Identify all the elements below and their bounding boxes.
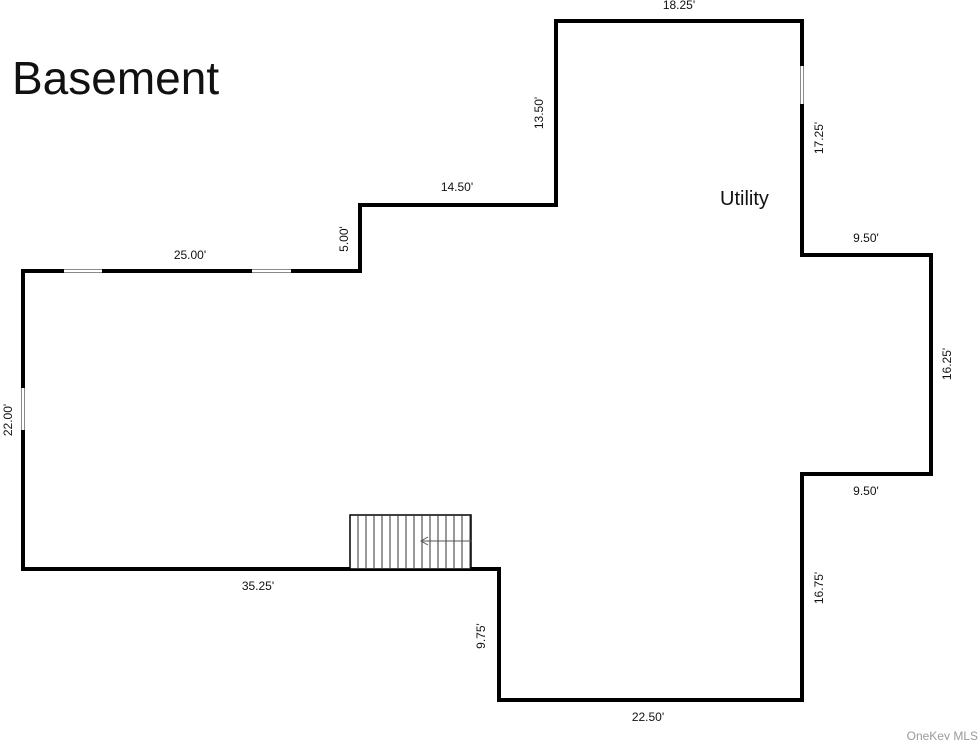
dimension-right-side: 16.25' [940,348,954,380]
room-label-utility: Utility [720,188,769,210]
dimension-step-horizontal: 14.50' [441,180,473,194]
window-left-top-2 [252,269,291,273]
dimension-lower-right-vertical: 16.75' [812,572,826,604]
dimension-left-top: 25.00' [174,248,206,262]
dimension-right-lower-bump: 9.50' [853,484,879,498]
dimension-step-vertical: 5.00' [337,226,351,252]
stairs-icon [349,514,472,570]
dimension-bottom-left: 35.25' [242,579,274,593]
dimension-upper-left-vertical: 13.50' [532,97,546,129]
dimension-top: 18.25' [663,0,695,12]
exterior-wall [21,19,933,702]
dimension-left-side: 22.00' [1,404,15,436]
dimension-right-upper-vertical: 17.25' [812,122,826,154]
window-left-top-1 [64,269,102,273]
dimension-bottom: 22.50' [632,710,664,724]
window-right-upper [800,66,804,104]
watermark: OneKey MLS [907,729,978,740]
dimension-bottom-notch: 9.75' [474,623,488,649]
dimension-right-upper-bump: 9.50' [853,231,879,245]
plan-title: Basement [12,52,219,104]
window-left-side [21,388,25,430]
arrow-left-icon [419,536,472,546]
